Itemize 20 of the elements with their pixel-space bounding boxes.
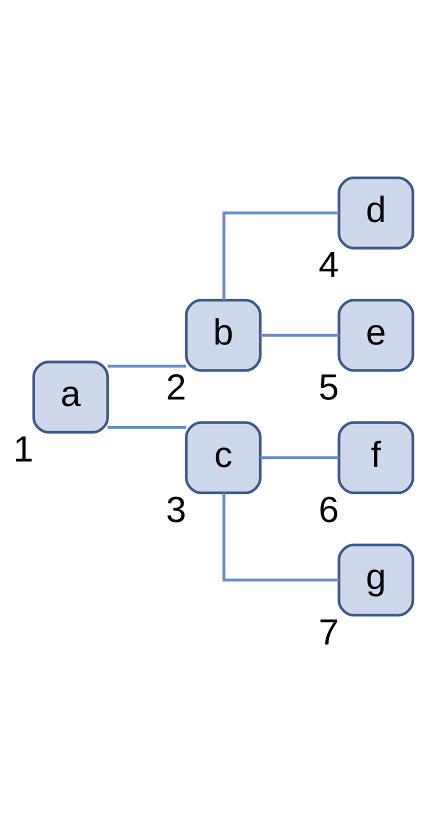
node-label: 5 (318, 366, 339, 408)
connector (222, 492, 339, 581)
node-label: 1 (13, 428, 34, 469)
node-box: c (185, 420, 262, 494)
node-label: 2 (166, 366, 186, 408)
node-box: g (338, 543, 414, 616)
connector (222, 211, 339, 300)
connector (260, 456, 339, 459)
connector (108, 364, 186, 368)
node-label: 6 (318, 488, 339, 530)
connector (260, 333, 339, 336)
node-box: f (338, 420, 414, 494)
node-box: b (185, 298, 262, 372)
connector (108, 425, 186, 428)
node-box: d (338, 176, 414, 249)
node-label: 7 (318, 610, 339, 652)
node-label: 4 (318, 244, 339, 285)
node-label: 3 (166, 488, 186, 530)
node-box: e (338, 298, 414, 372)
node-box: a (32, 360, 109, 434)
